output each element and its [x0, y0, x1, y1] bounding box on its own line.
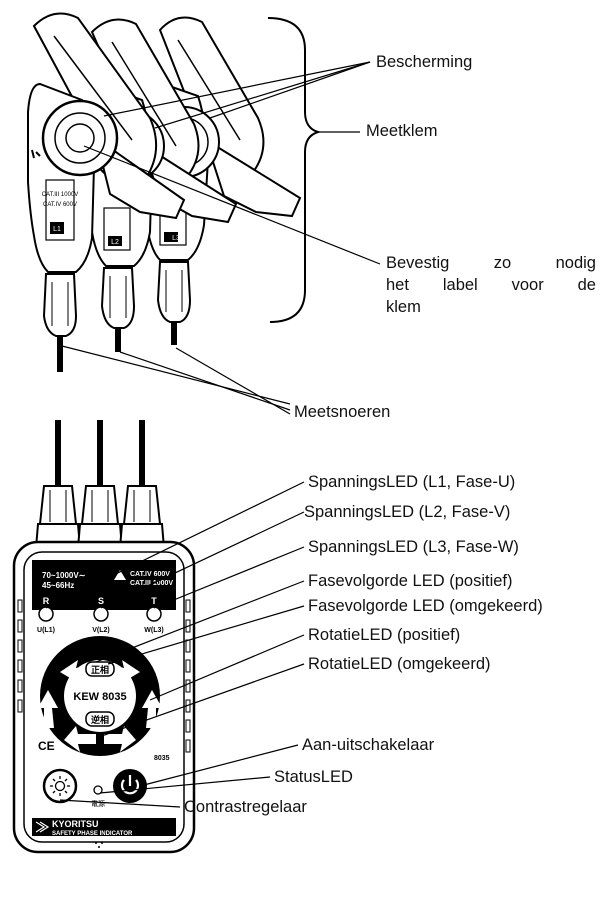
status-led	[93, 785, 103, 795]
label-power-switch: Aan-uitschakelaar	[302, 736, 435, 754]
led-l3	[146, 606, 162, 622]
contrast-button[interactable]	[42, 768, 78, 804]
clamp-leader-lines	[61, 61, 381, 415]
label-bescherming: Bescherming	[376, 53, 473, 71]
product-text: SAFETY PHASE INDICATOR	[52, 831, 133, 837]
meetklem-bracket	[267, 17, 322, 323]
label-rot-rev: RotatieLED (omgekeerd)	[308, 655, 491, 673]
spec-frequency: 45~66Hz	[42, 581, 74, 590]
label-contrast: Contrastregelaar	[184, 798, 307, 816]
clamp-1-id: L1	[53, 226, 61, 233]
power-icon	[120, 775, 140, 795]
power-label: 電源	[91, 799, 105, 808]
label-bevestig-line2: het label voor de	[386, 276, 596, 294]
clamp-2-id: L2	[111, 239, 119, 246]
led-r-letter: R	[43, 596, 50, 606]
cable-boots	[34, 485, 166, 549]
label-meetklem: Meetklem	[366, 122, 438, 140]
label-rot-pos: RotatieLED (positief)	[308, 626, 461, 644]
led-l2	[93, 606, 109, 622]
seq-positive-led	[85, 661, 115, 677]
label-seq-pos: Fasevolgorde LED (positief)	[308, 572, 513, 590]
led-l1	[38, 606, 54, 622]
warning-triangle-icon	[114, 570, 126, 580]
clamp-1: CAT.III 1000V CAT.IV 600V L1	[27, 12, 186, 372]
kyoritsu-logo-icon	[35, 821, 50, 833]
label-seq-rev: Fasevolgorde LED (omgekeerd)	[308, 597, 543, 615]
label-led-l1: SpanningsLED (L1, Fase-U)	[308, 473, 516, 491]
clamp-3-id: L3	[172, 235, 180, 242]
label-led-l3: SpanningsLED (L3, Fase-W)	[308, 538, 519, 556]
label-bevestig: Bevestig zo nodig het label voor de klem	[386, 252, 596, 318]
label-led-l2: SpanningsLED (L2, Fase-V)	[304, 503, 511, 521]
power-button[interactable]	[113, 769, 147, 803]
model-code: 8035	[154, 755, 170, 762]
led-l1-sub: U(L1)	[37, 627, 55, 634]
led-t-letter: T	[151, 596, 157, 606]
label-bevestig-line1: Bevestig zo nodig	[386, 254, 596, 272]
seq-reverse-text: 逆相	[91, 714, 109, 725]
model-text: KEW 8035	[73, 691, 126, 703]
speaker-dots	[95, 842, 103, 848]
led-l3-sub: W(L3)	[144, 627, 163, 634]
lower-cables	[55, 420, 145, 486]
led-l2-sub: V(L2)	[92, 627, 110, 634]
label-bevestig-line3: klem	[386, 298, 421, 316]
clamp-1-rating: CAT.III 1000V	[42, 192, 79, 198]
spec-voltage: 70~1000V∼	[42, 571, 86, 580]
seq-positive-text: 正相	[91, 664, 109, 675]
label-status-led: StatusLED	[274, 768, 353, 786]
seq-reverse-led	[85, 711, 115, 727]
led-s-letter: S	[98, 596, 104, 606]
spec-cat-iv: CAT.IV 600V	[130, 571, 170, 578]
clamp-1-rating-2: CAT.IV 600V	[43, 202, 77, 208]
label-meetsnoeren: Meetsnoeren	[294, 403, 391, 421]
brightness-icon	[50, 776, 70, 796]
ce-mark: CE	[38, 739, 55, 753]
device-leader-lines	[45, 481, 305, 808]
brand-band	[32, 818, 176, 836]
brand-text: KYORITSU	[52, 819, 99, 829]
